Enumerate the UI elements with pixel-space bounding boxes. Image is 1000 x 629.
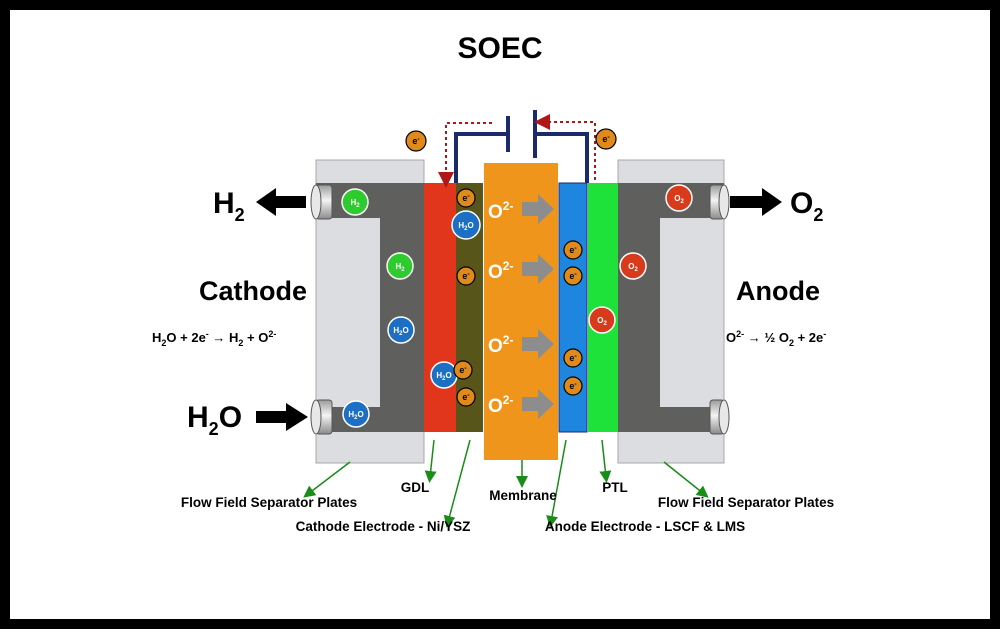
svg-text:e-: e- [569, 353, 577, 363]
e-molecule-icon: e- [456, 266, 476, 286]
svg-text:H2O: H2O [393, 326, 408, 337]
svg-text:O2: O2 [597, 316, 607, 327]
page-title: SOEC [457, 32, 542, 65]
svg-text:e-: e- [462, 392, 470, 402]
label-anode-electrode: Anode Electrode - LSCF & LMS [545, 519, 745, 534]
pipe-icon [709, 399, 730, 435]
svg-text:e-: e- [462, 193, 470, 203]
e-molecule-icon: e- [563, 348, 583, 368]
e-molecule-icon: e- [563, 266, 583, 286]
label-ptl: PTL [602, 480, 628, 495]
e-molecule-icon: e- [456, 188, 476, 208]
svg-text:O2: O2 [674, 194, 684, 205]
arrow-right-icon [522, 194, 554, 224]
h2o-molecule-icon: H2O [451, 210, 481, 240]
o2-molecule-icon: O2 [665, 184, 693, 212]
svg-text:e-: e- [462, 271, 470, 281]
h2o-in-label: H2O [187, 401, 242, 439]
svg-text:O2-: O2- [488, 333, 513, 357]
o2-out-label: O2 [790, 187, 823, 225]
anode-title: Anode [736, 276, 820, 306]
svg-text:e-: e- [602, 134, 610, 144]
label-gdl: GDL [401, 480, 430, 495]
electron-flow-arrows [438, 114, 596, 188]
h2-molecule-icon: H2 [341, 188, 369, 216]
pipe-icon [709, 184, 730, 220]
svg-text:e-: e- [569, 381, 577, 391]
e-molecule-icon: e- [456, 387, 476, 407]
svg-text:H2: H2 [350, 198, 360, 209]
arrow-right-icon [522, 329, 554, 359]
e-molecule-icon: e- [563, 240, 583, 260]
h2o-molecule-icon: H2O [387, 316, 415, 344]
h2o-molecule-icon: H2O [430, 361, 458, 389]
svg-text:O2: O2 [628, 262, 638, 273]
oxide-ion-3: O2- [488, 329, 554, 359]
soec-diagram: SOEC [10, 10, 990, 619]
gdl-layer [424, 183, 456, 432]
svg-text:e-: e- [412, 136, 420, 146]
leader-line [663, 461, 709, 498]
e-molecule-icon: e- [453, 360, 473, 380]
leader-line [599, 439, 612, 483]
oxide-ion-2: O2- [488, 254, 554, 284]
label-membrane: Membrane [489, 488, 557, 503]
o2-molecule-icon: O2 [588, 306, 616, 334]
cathode-title: Cathode [199, 276, 307, 306]
leader-line [546, 439, 567, 528]
label-flow-field-plates-right: Flow Field Separator Plates [658, 495, 834, 510]
anode-reaction: O2- → ½ O2 + 2e- [726, 329, 826, 348]
svg-text:e-: e- [569, 245, 577, 255]
left-flow-field-plate [315, 159, 425, 464]
pipe-icon [310, 184, 333, 220]
cathode-reaction: H2O + 2e- → H2 + O2- [152, 329, 276, 348]
label-cathode-electrode: Cathode Electrode - Ni/YSZ [296, 519, 471, 534]
h2o-molecule-icon: H2O [342, 400, 370, 428]
oxide-ion-4: O2- [488, 389, 554, 419]
leader-line [424, 439, 437, 483]
o2-out-arrow-icon [730, 188, 782, 216]
svg-text:H2O: H2O [458, 221, 473, 232]
e-molecule-icon: e- [405, 130, 427, 152]
h2-molecule-icon: H2 [386, 252, 414, 280]
label-flow-field-plates-left: Flow Field Separator Plates [181, 495, 357, 510]
right-flow-field-plate [617, 159, 725, 464]
leader-line [443, 439, 471, 528]
pipe-icon [310, 399, 333, 435]
svg-text:O2-: O2- [488, 259, 513, 283]
e-molecule-icon: e- [563, 376, 583, 396]
leader-line [303, 461, 351, 498]
h2-out-label: H2 [213, 187, 245, 225]
oxide-ion-1: O2- [488, 194, 554, 224]
svg-text:H2O: H2O [436, 371, 451, 382]
arrow-right-icon [522, 389, 554, 419]
h2-out-arrow-icon [256, 188, 306, 216]
svg-text:e-: e- [569, 271, 577, 281]
svg-text:O2-: O2- [488, 393, 513, 417]
o2-molecule-icon: O2 [619, 252, 647, 280]
svg-text:O2-: O2- [488, 199, 513, 223]
svg-text:H2O: H2O [348, 410, 363, 421]
svg-text:H2: H2 [395, 262, 405, 273]
h2o-in-arrow-icon [256, 403, 308, 431]
svg-text:e-: e- [459, 365, 467, 375]
e-molecule-icon: e- [595, 128, 617, 150]
arrow-right-icon [522, 254, 554, 284]
